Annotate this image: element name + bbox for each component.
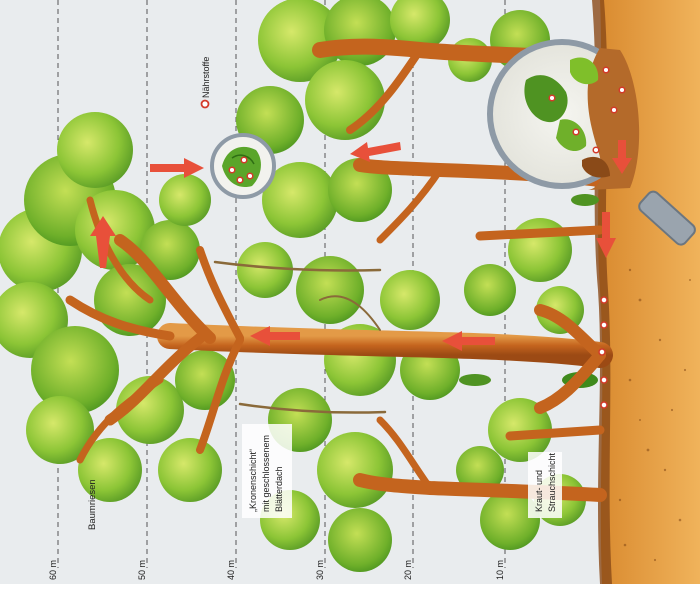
height-label-50m: 50 m (137, 560, 147, 580)
leaf-detail-circle (212, 135, 274, 197)
label-kraut-line1: Kraut- und (534, 470, 544, 512)
height-label-60m: 60 m (48, 560, 58, 580)
label-kraut-box: Kraut- und Strauchschicht (528, 452, 562, 518)
label-kraut-line2: Strauchschicht (547, 452, 557, 512)
nutrient-legend-icon (202, 101, 209, 108)
label-kronenschicht-line1: „Kronenschicht“ (248, 449, 258, 512)
label-kronenschicht-line2: mit geschlossenem (261, 435, 271, 512)
height-label-10m: 10 m (495, 560, 505, 580)
label-baumriesen: Baumriesen (87, 479, 98, 530)
height-label-20m: 20 m (403, 560, 413, 580)
height-label-30m: 30 m (315, 560, 325, 580)
height-label-40m: 40 m (226, 560, 236, 580)
legend-nutrients-label: Nährstoffe (201, 57, 211, 98)
label-kronenschicht-line3: Blätterdach (274, 466, 284, 512)
layer-labels: Baumriesen (87, 479, 98, 530)
label-kronenschicht-box: „Kronenschicht“ mit geschlossenem Blätte… (242, 424, 292, 518)
